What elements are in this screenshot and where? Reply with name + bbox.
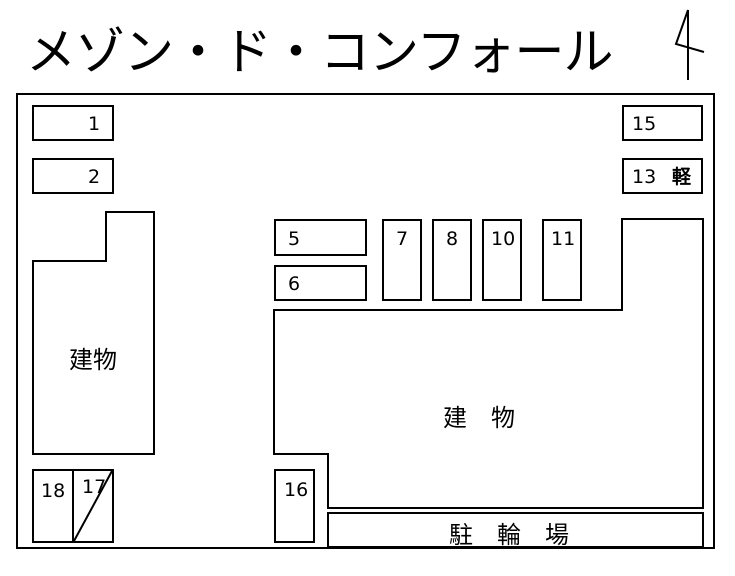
space-number: 8 xyxy=(446,228,459,250)
space-number: 2 xyxy=(88,166,101,188)
parking-space-8: 8 xyxy=(432,219,472,301)
space-number: 11 xyxy=(551,228,576,250)
parking-space-2: 2 xyxy=(32,158,114,194)
parking-space-13: 13 軽 xyxy=(622,158,703,194)
lot-boundary xyxy=(16,93,715,549)
building-right-label: 建 物 xyxy=(443,404,515,432)
space-number: 5 xyxy=(288,228,301,250)
north-arrow-icon xyxy=(674,9,705,80)
building-left-outline xyxy=(32,211,155,455)
parking-space-10: 10 xyxy=(482,219,522,301)
parking-space-16: 16 xyxy=(274,469,315,543)
space-number: 18 xyxy=(41,480,66,502)
building-right-outline xyxy=(273,218,704,509)
space-number: 7 xyxy=(396,228,409,250)
parking-space-7: 7 xyxy=(382,219,422,301)
parking-space-6: 6 xyxy=(274,265,367,301)
bicycle-parking-label: 駐 輪 場 xyxy=(449,521,569,549)
space-number: 15 xyxy=(632,113,657,135)
property-title: メゾン・ド・コンフォール xyxy=(26,23,613,81)
space-number: 10 xyxy=(491,228,516,250)
parking-space-15: 15 xyxy=(622,105,703,141)
space-17-diagonal xyxy=(73,470,113,542)
kei-car-note: 軽 xyxy=(672,166,692,188)
parking-space-18: 18 xyxy=(32,469,74,543)
parking-space-17: 17 xyxy=(72,469,114,543)
space-number: 6 xyxy=(288,273,301,295)
parking-space-5: 5 xyxy=(274,219,367,256)
parking-space-11: 11 xyxy=(542,219,582,301)
bicycle-parking: 駐 輪 場 xyxy=(327,512,704,549)
parking-space-1: 1 xyxy=(32,105,114,141)
space-number: 16 xyxy=(284,479,309,501)
space-number: 1 xyxy=(88,113,101,135)
space-number: 13 xyxy=(632,166,657,188)
building-left-label: 建物 xyxy=(69,346,117,374)
